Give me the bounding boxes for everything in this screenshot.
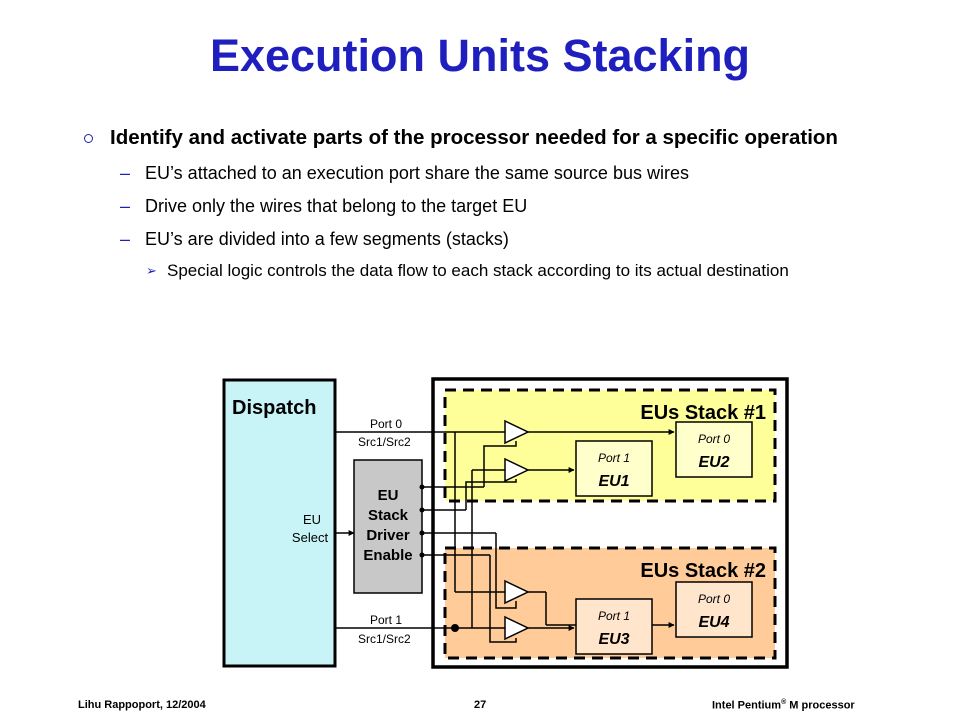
- bus-junction-dot: [451, 624, 459, 632]
- bullet-text: Drive only the wires that belong to the …: [145, 196, 528, 216]
- eu4-name-label: EU4: [698, 614, 729, 631]
- bullet-level2: – EU’s are divided into a few segments (…: [80, 228, 900, 250]
- driver-enable-lines: [422, 441, 517, 643]
- bullet-circle-icon: [84, 134, 93, 143]
- eu4-port-label: Port 0: [698, 592, 730, 606]
- eu4-box: [675, 581, 753, 638]
- driver-label-2: Stack: [368, 507, 409, 524]
- eu1-name-label: EU1: [598, 473, 629, 490]
- bullet-list: Identify and activate parts of the proce…: [80, 125, 900, 281]
- dispatch-label: Dispatch: [232, 397, 316, 419]
- stack1-title: EUs Stack #1: [640, 402, 766, 424]
- eu-stack-driver-block: [353, 459, 423, 594]
- bullet-text: EU’s are divided into a few segments (st…: [145, 229, 509, 249]
- eu2-port-label: Port 0: [698, 432, 730, 446]
- dash-icon: –: [120, 196, 131, 216]
- driver-enable-dots: [419, 484, 425, 558]
- eu3-box: [575, 598, 653, 655]
- tristate-buffer-port0-stack2: [504, 579, 530, 605]
- dispatch-block: [222, 378, 337, 668]
- bullet-level1: Identify and activate parts of the proce…: [80, 125, 900, 151]
- slide-title: Execution Units Stacking: [209, 30, 751, 81]
- port1-src-label: Src1/Src2: [358, 632, 411, 646]
- port0-src-label: Src1/Src2: [358, 435, 411, 449]
- port0-label: Port 0: [370, 417, 402, 431]
- footer-product-prefix: Intel Pentium: [712, 699, 782, 712]
- eu3-port-label: Port 1: [598, 609, 630, 623]
- footer-page-number: 27: [474, 699, 487, 711]
- bullet-text: Special logic controls the data flow to …: [167, 261, 789, 280]
- footer-product: Intel Pentium® M processor: [712, 699, 855, 712]
- bullet-level2: – EU’s attached to an execution port sha…: [80, 162, 900, 184]
- dash-icon: –: [120, 163, 131, 183]
- dash-icon: –: [120, 229, 131, 249]
- bullet-text: EU’s attached to an execution port share…: [145, 163, 689, 183]
- footer-author: Lihu Rappoport, 12/2004: [78, 699, 206, 711]
- bullet-level3: ➢ Special logic controls the data flow t…: [80, 260, 900, 281]
- driver-label-3: Driver: [366, 527, 410, 544]
- port1-label: Port 1: [370, 613, 402, 627]
- footer-product-suffix: M processor: [786, 699, 855, 712]
- footer-product-mark: ®: [781, 699, 787, 706]
- stack2-title: EUs Stack #2: [640, 560, 766, 582]
- eu-select-label-2: Select: [292, 530, 329, 545]
- eu2-box: [675, 421, 753, 478]
- tristate-buffer-port1-stack2: [504, 615, 530, 641]
- eu2-name-label: EU2: [698, 454, 729, 471]
- tristate-buffer-port1-stack1: [504, 457, 530, 483]
- arrowhead-bullet-icon: ➢: [146, 263, 157, 278]
- driver-label-4: Enable: [363, 547, 412, 564]
- driver-label-1: EU: [378, 487, 399, 504]
- tristate-buffer-port0-stack1: [504, 419, 530, 445]
- eu3-name-label: EU3: [598, 631, 629, 648]
- bullet-text: Identify and activate parts of the proce…: [110, 126, 838, 149]
- port1-bus: [335, 467, 575, 631]
- eu1-box: [575, 440, 653, 497]
- eu-select-label-1: EU: [303, 512, 321, 527]
- bullet-level2: – Drive only the wires that belong to th…: [80, 195, 900, 217]
- eu1-port-label: Port 1: [598, 451, 630, 465]
